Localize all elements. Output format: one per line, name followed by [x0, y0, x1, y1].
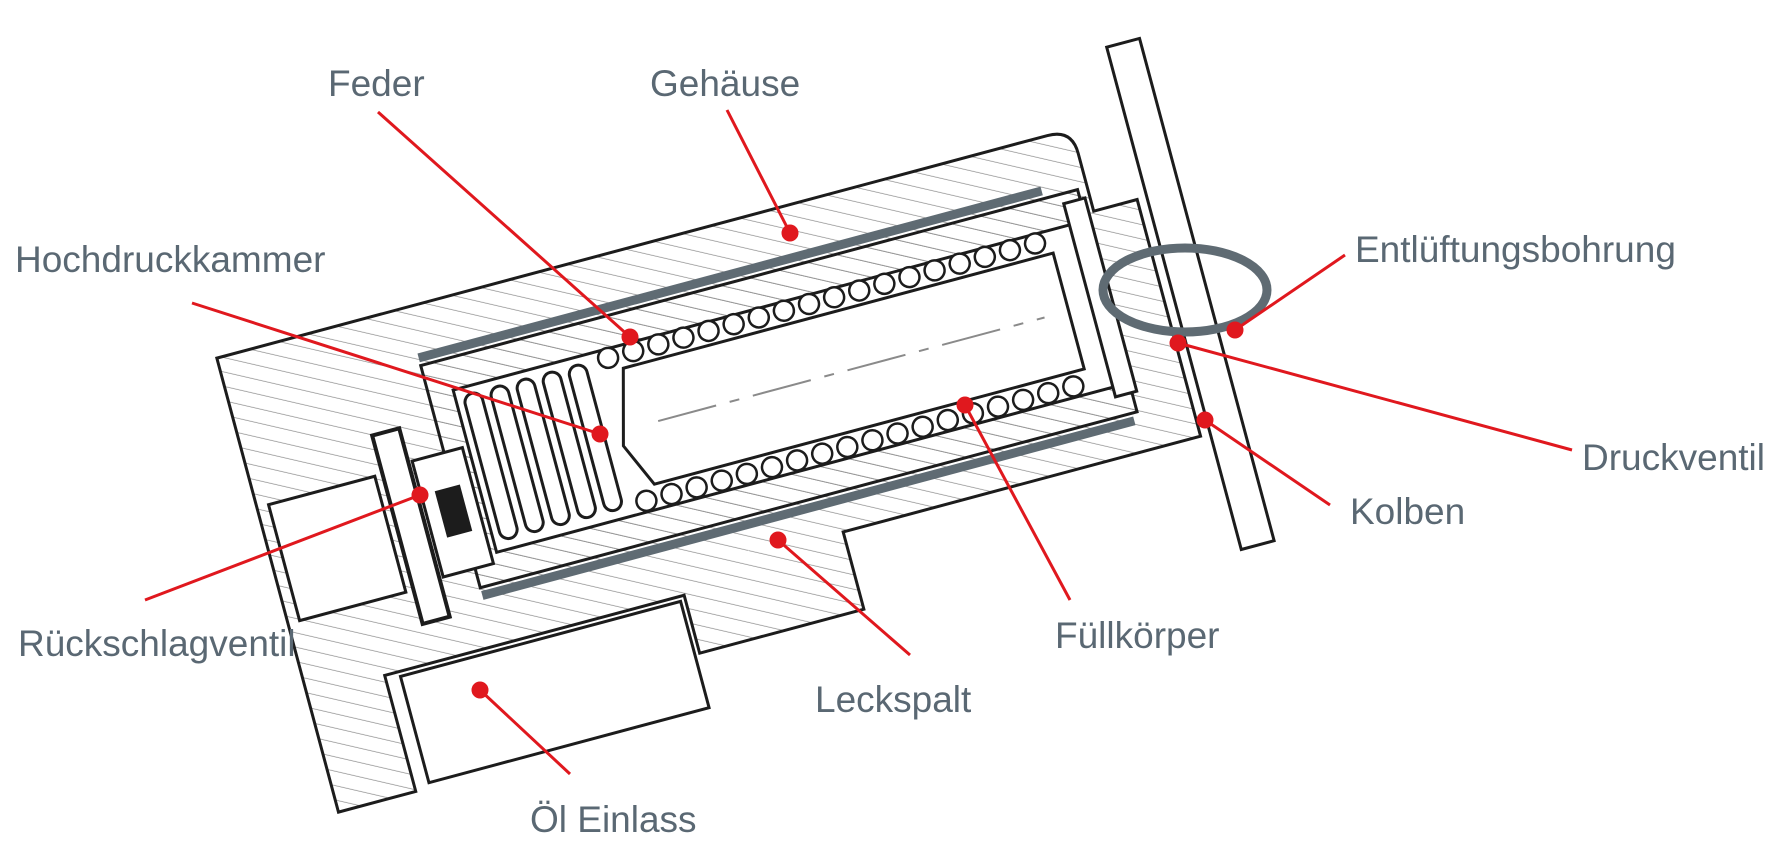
leader-dot-rueckschlagventil: [411, 486, 429, 504]
spring-coil: [797, 292, 821, 316]
leader-dot-entlueftungsbohrung: [1226, 321, 1244, 339]
spring-coil: [685, 476, 708, 499]
spring-coil: [923, 259, 946, 282]
label-entlueftungsbohrung: Entlüftungsbohrung: [1355, 229, 1676, 270]
spring-coil: [873, 272, 896, 296]
spring-coil: [710, 469, 733, 492]
spring-coil: [772, 299, 796, 322]
spring-coil: [647, 333, 670, 356]
leader-dot-oel-einlass: [471, 681, 489, 699]
spring-coil: [660, 482, 683, 506]
spring-coil: [672, 326, 695, 349]
spring-coil: [760, 455, 784, 479]
spring-coil: [785, 449, 809, 472]
spring-coil: [1036, 381, 1060, 405]
label-feder: Feder: [328, 63, 425, 104]
spring-coil: [936, 408, 960, 432]
spring-coil: [722, 312, 745, 336]
oil-inlet-channel: [398, 599, 711, 785]
spring-coil: [847, 279, 871, 302]
leader-dot-leckspalt: [769, 531, 787, 549]
spring-coil: [1023, 232, 1047, 255]
leakage-gap-bottom: [481, 416, 1136, 600]
spring-coils: [596, 232, 1085, 513]
check-valve-ball: [434, 484, 473, 538]
mounting-pin: [1104, 36, 1276, 552]
spring-coil: [948, 252, 971, 275]
spring-coil: [697, 319, 720, 343]
spring-coil: [986, 395, 1010, 418]
spring-coil: [998, 238, 1022, 262]
spring-coil: [886, 422, 909, 445]
leader-dot-feder: [621, 328, 639, 346]
spring-coil: [836, 435, 859, 459]
tensioner-assembly: [215, 36, 1276, 814]
spring-coil: [747, 306, 771, 329]
spring-coil: [810, 442, 834, 465]
label-leckspalt: Leckspalt: [815, 679, 972, 720]
spring-coil: [898, 265, 921, 289]
filler-centerline: [657, 316, 1045, 423]
leader-dot-hochdruckkammer: [591, 425, 609, 443]
spring-coil: [1062, 375, 1085, 398]
spring-coil: [973, 245, 997, 269]
label-kolben: Kolben: [1350, 491, 1466, 532]
leader-dot-druckventil: [1169, 334, 1187, 352]
leader-dot-gehaeuse: [781, 224, 799, 242]
label-oel-einlass: Öl Einlass: [530, 799, 697, 840]
vent-highlight-ring: [1098, 243, 1272, 337]
check-valve-plate: [369, 425, 453, 627]
label-rueckschlagventil: Rückschlagventil: [18, 623, 296, 664]
label-hochdruckkammer: Hochdruckkammer: [15, 239, 326, 280]
spring-coil: [1011, 388, 1035, 412]
label-druckventil: Druckventil: [1582, 437, 1765, 478]
leader-lines: [144, 109, 1573, 776]
leader-dot-kolben: [1196, 411, 1214, 429]
leader-dot-fuellkoerper: [956, 396, 974, 414]
spring: [463, 363, 623, 541]
spring-coil: [596, 346, 620, 370]
label-fuellkoerper: Füllkörper: [1055, 615, 1220, 656]
leakage-gap-top: [417, 186, 1043, 363]
spring-coil: [735, 462, 759, 486]
spring-coil: [635, 489, 658, 513]
spring-coil: [822, 286, 846, 309]
spring-coil: [911, 415, 934, 439]
label-gehaeuse: Gehäuse: [650, 63, 801, 104]
spring-coil: [861, 428, 884, 452]
